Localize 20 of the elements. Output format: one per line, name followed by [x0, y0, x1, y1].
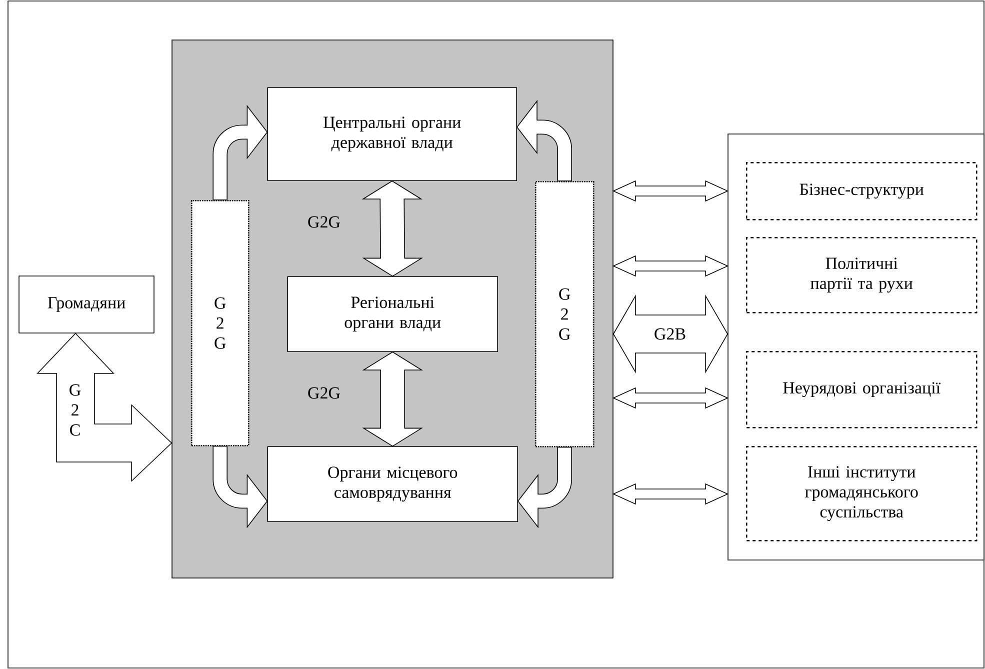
- dashed-box: Політичні партії та рухи: [746, 236, 978, 314]
- edge-label: G 2 C: [70, 384, 81, 436]
- process-box: Регіональні органи влади: [287, 276, 498, 352]
- process-box: Органи місцевого самоврядування: [267, 446, 518, 522]
- dashed-box: Бізнес-структури: [746, 162, 978, 220]
- dashed-box: Неурядові організації: [746, 350, 978, 428]
- curved-block-arrow: [212, 446, 268, 528]
- process-box: Громадяни: [18, 276, 154, 334]
- curved-block-arrow: [518, 446, 572, 528]
- edge-label: G2G: [308, 387, 340, 399]
- curved-block-arrow: [212, 106, 268, 200]
- dashed-box: Інші інститути громадянського суспільства: [746, 446, 978, 542]
- curved-block-arrow: [516, 100, 572, 182]
- double-block-arrow: [362, 352, 424, 447]
- double-block-arrow: [362, 180, 424, 277]
- edge-label: G2G: [308, 216, 340, 228]
- process-box: Центральні органи державної влади: [267, 87, 517, 181]
- dotted-bar: G 2 G: [534, 180, 594, 448]
- dotted-bar: G 2 G: [190, 200, 250, 446]
- edge-label: G2B: [652, 327, 688, 341]
